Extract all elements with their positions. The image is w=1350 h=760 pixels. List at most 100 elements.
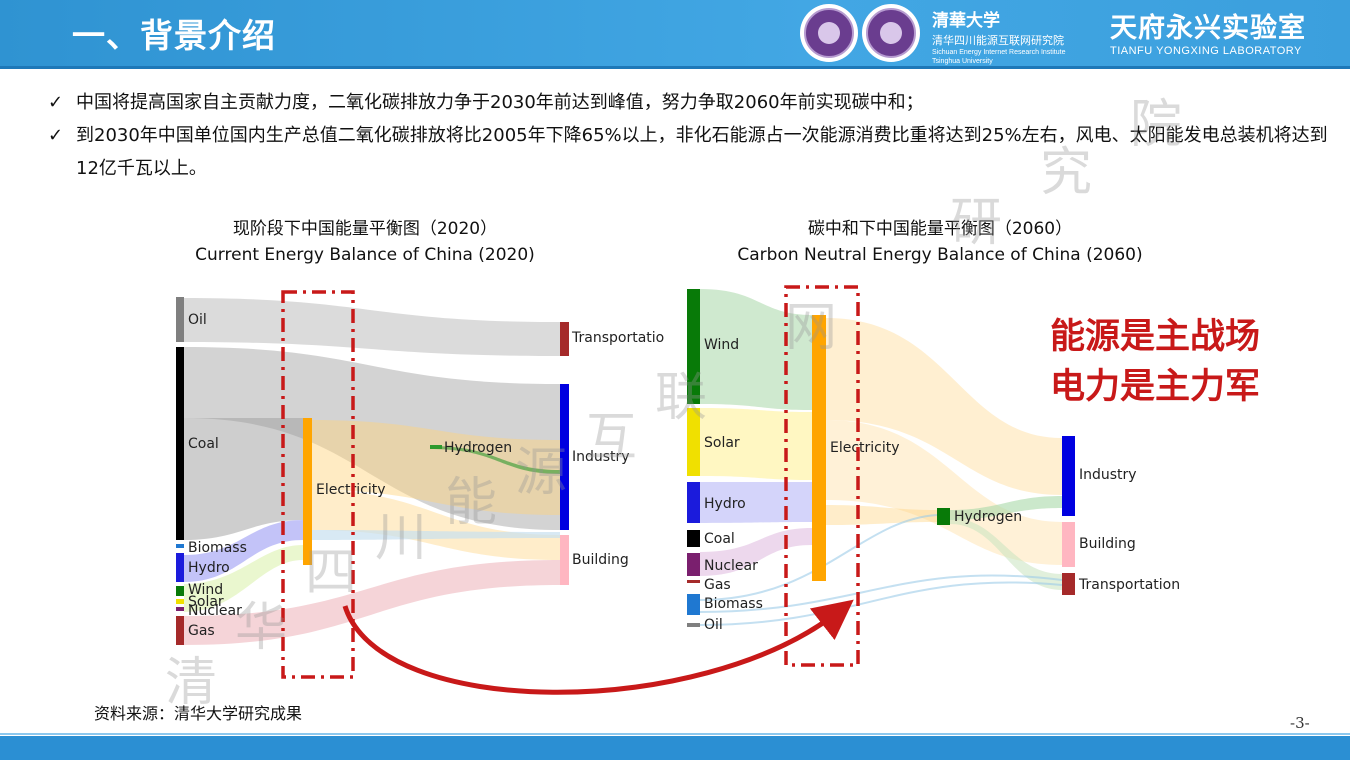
label-transportation: Transportation [1078,577,1180,593]
page-title: 一、背景介绍 [72,16,276,55]
lab-name-en: TIANFU YONGXING LABORATORY [1110,45,1302,57]
left-title-en: Current Energy Balance of China (2020) [195,245,535,265]
header-divider [0,66,1350,69]
left-electricity-highlight-box [281,290,355,679]
node-biomass [176,544,184,548]
label-building: Building [1079,536,1136,552]
label-hydrogen: Hydrogen [954,509,1022,525]
footer-bar [0,736,1350,760]
node-building [560,535,569,585]
node-hydrogen [937,508,950,525]
flow-electricity-industry [826,318,1062,495]
slogan-line-1: 能源是主战场 [1050,317,1261,357]
node-transportation [1062,573,1075,595]
label-hydrogen: Hydrogen [444,440,512,456]
university-seal-icon [800,4,858,62]
node-wind [176,586,184,596]
label-oil: Oil [704,617,723,633]
page-number: -3- [1290,714,1310,732]
label-wind: Wind [188,582,223,598]
flow-oil-transport [184,298,560,356]
flow-wind-solar-electricity [184,545,303,612]
flow-hydrogen-industry [950,496,1062,520]
institute-logo-text: 清華大学 [932,11,1000,31]
flow-electricity-industry [312,420,560,515]
node-oil [687,623,700,627]
node-building [1062,522,1075,567]
bullet-text: 中国将提高国家自主贡献力度，二氧化碳排放力争于2030年前达到峰值，努力争取20… [76,92,924,113]
watermark-char: 院 [1130,95,1183,155]
flow-wind-electricity [700,289,812,410]
node-hydro [687,482,700,523]
institute-name-cn: 清华四川能源互联网研究院 [932,35,1064,47]
check-icon: ✓ [48,125,64,146]
label-solar: Solar [704,435,740,451]
lab-logo: 天府永兴实验室 TIANFU YONGXING LABORATORY [1110,6,1306,57]
flow-electricity-transport [312,530,560,540]
check-icon: ✓ [48,92,64,113]
label-building: Building [572,552,629,568]
right-diagram-title: 碳中和下中国能量平衡图（2060） Carbon Neutral Energy … [720,216,1160,268]
bullet-text: 到2030年中国单位国内生产总值二氧化碳排放将比2005年下降65%以上，非化石… [76,125,1328,179]
node-industry [560,384,569,530]
flow-hydro-electricity [700,482,812,523]
watermark-char: 华 [235,598,288,658]
label-biomass: Biomass [188,540,247,556]
node-electricity [303,418,312,565]
node-gas [687,580,700,583]
node-solar [176,599,184,604]
node-oil [176,297,184,342]
label-nuclear: Nuclear [704,558,758,574]
node-coal [687,530,700,547]
node-hydrogen [430,445,442,449]
watermark-char: 究 [1040,143,1093,203]
flow-hydro-electricity [184,520,303,582]
label-wind: Wind [704,337,739,353]
flow-electricity-building [312,490,560,560]
lab-name-cn: 天府永兴实验室 [1110,13,1306,44]
watermark-char: 四 [305,543,358,603]
right-title-cn: 碳中和下中国能量平衡图（2060） [807,219,1073,239]
left-sankey: Oil Coal Biomass Hydro Wind Solar Nuclea… [176,290,664,679]
institute-name-en-2: Tsinghua University [932,58,993,65]
header-bar [0,0,1350,66]
label-hydro: Hydro [188,560,230,576]
label-hydro: Hydro [704,496,746,512]
bullet-item: ✓ 中国将提高国家自主贡献力度，二氧化碳排放力争于2030年前达到峰值，努力争取… [48,86,1328,119]
watermark-char: 联 [655,368,708,428]
right-electricity-highlight-box [784,285,860,667]
node-nuclear [176,607,184,611]
node-coal [176,347,184,540]
node-solar [687,408,700,476]
label-biomass: Biomass [704,596,763,612]
label-electricity: Electricity [830,440,900,456]
node-wind [687,289,700,404]
flow-electricity-building [826,420,1062,565]
label-gas: Gas [704,577,731,593]
label-electricity: Electricity [316,482,386,498]
flow-coal-industry [184,347,560,530]
institute-seal-icon [862,4,920,62]
node-industry [1062,436,1075,516]
flow-hydrogen-industry [430,446,560,474]
watermark-char: 清 [165,653,218,713]
watermark-char: 源 [515,443,568,503]
label-transportation: Transportatio [571,330,664,346]
left-title-cn: 现阶段下中国能量平衡图（2020） [232,219,498,239]
label-gas: Gas [188,623,215,639]
institute-name-en-1: Sichuan Energy Internet Research Institu… [932,49,1066,56]
label-nuclear: Nuclear [188,603,242,619]
institute-logo: 清華大学 清华四川能源互联网研究院 Sichuan Energy Interne… [932,6,1065,66]
transition-arrow [342,599,854,695]
right-sankey: Wind Solar Hydro Coal Nuclear Gas Biomas… [687,285,1180,667]
label-solar: Solar [188,594,224,610]
flow-gas-building [184,560,560,645]
watermark-char: 互 [585,408,638,468]
label-oil: Oil [188,312,207,328]
node-biomass [687,594,700,615]
node-transportation [560,322,569,356]
label-coal: Coal [188,436,219,452]
label-coal: Coal [704,531,735,547]
bullet-list: ✓ 中国将提高国家自主贡献力度，二氧化碳排放力争于2030年前达到峰值，努力争取… [48,86,1328,185]
watermark-char: 川 [375,508,428,568]
